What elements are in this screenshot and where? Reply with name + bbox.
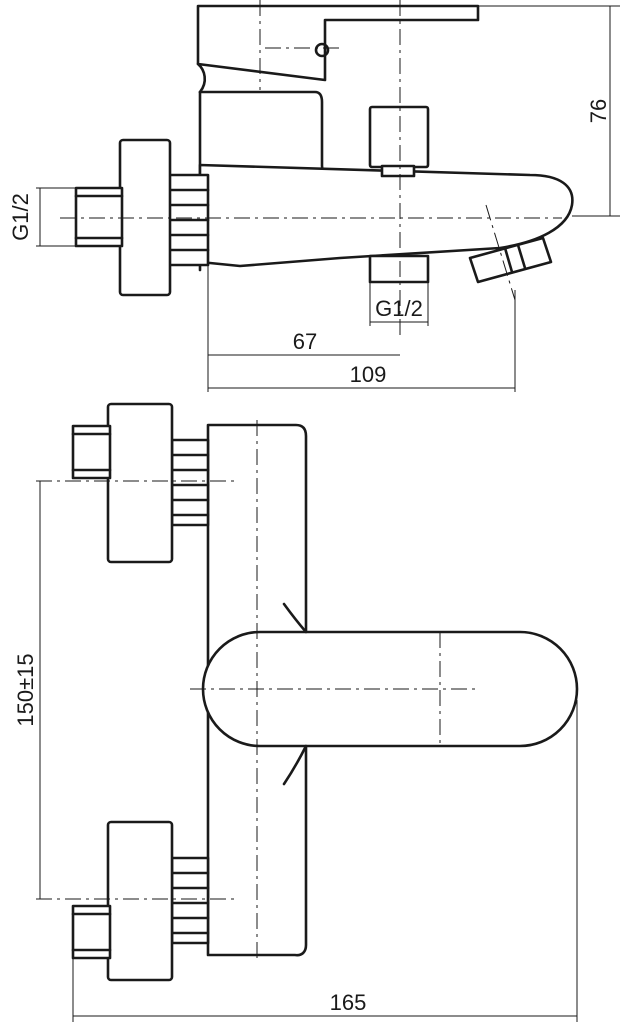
diverter-knob	[368, 105, 430, 169]
side-view: 76 G1/2 G1/2 67 109	[8, 0, 620, 392]
top-connector-ribs	[170, 438, 210, 527]
outlet-connector	[368, 254, 430, 284]
dim-109: 109	[350, 362, 387, 387]
handle-underside	[196, 62, 207, 94]
dim-width-165: 165	[330, 990, 367, 1015]
handle-pivot	[314, 42, 330, 58]
label-outlet-thread: G1/2	[375, 296, 423, 321]
spout	[198, 163, 574, 268]
body-column	[198, 90, 532, 178]
front-view: 150±15 165	[13, 402, 579, 1022]
dim-height-76: 76	[586, 99, 611, 123]
diverter-stem	[380, 164, 416, 178]
bottom-escutcheon	[106, 820, 174, 982]
dim-67: 67	[293, 329, 317, 354]
dim-center-distance: 150±15	[13, 653, 38, 726]
inlet-thread	[74, 186, 124, 248]
handle-lever	[196, 4, 480, 82]
bottom-connector-ribs	[170, 856, 210, 945]
label-inlet-thread: G1/2	[8, 193, 33, 241]
top-escutcheon	[106, 402, 174, 564]
front-spout	[201, 630, 579, 748]
